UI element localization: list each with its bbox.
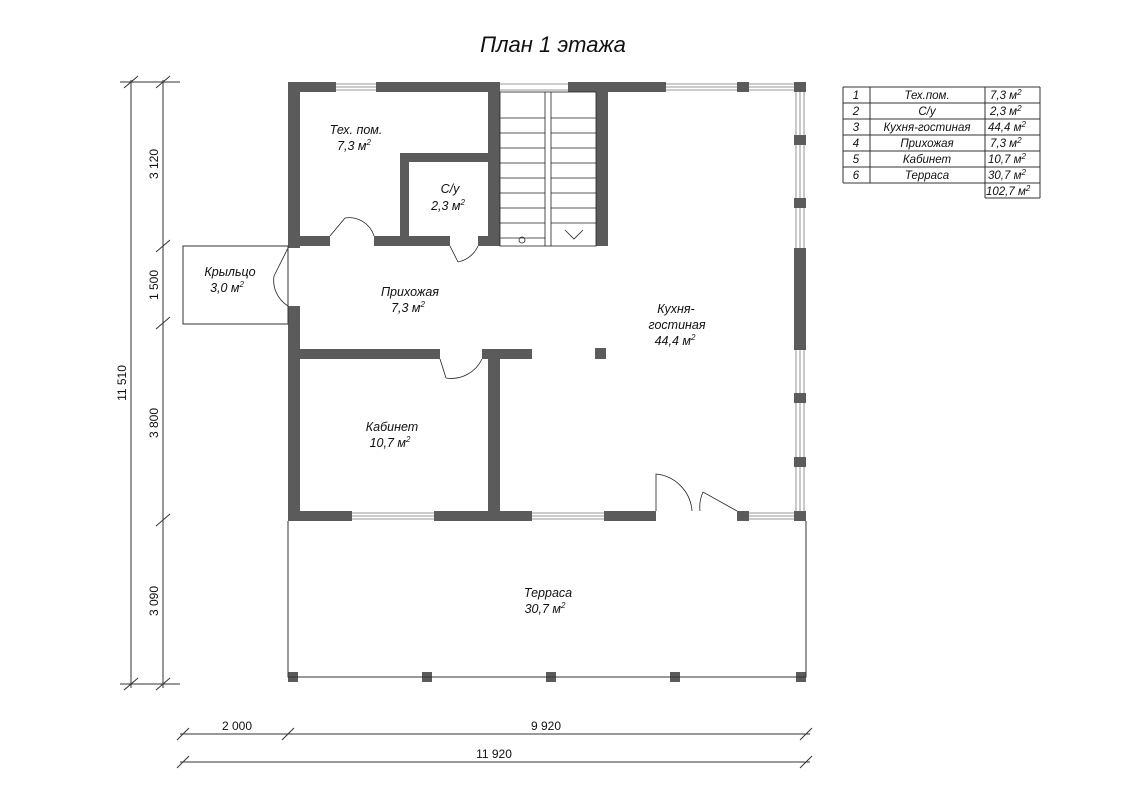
room-hall-area: 7,3 м2 [391, 300, 425, 315]
room-wc-area: 2,3 м2 [430, 198, 465, 213]
walls [288, 82, 806, 682]
legend-num-4: 4 [853, 138, 859, 150]
room-kitchen-name-2: гостиная [648, 318, 705, 332]
dim-left-total: 11 510 [115, 365, 129, 401]
dim-left-2: 1 500 [147, 270, 161, 300]
room-kitchen-area: 44,4 м2 [655, 333, 696, 348]
dim-left-4: 3 090 [147, 586, 161, 616]
room-labels: Тех. пом. 7,3 м2 С/у 2,3 м2 Крыльцо 3,0 … [204, 123, 705, 616]
staircase [499, 91, 597, 247]
dim-bottom-1: 2 000 [222, 719, 252, 733]
room-office-area: 10,7 м2 [370, 435, 411, 450]
legend-name-5: Кабинет [903, 154, 952, 166]
legend-name-4: Прихожая [900, 138, 953, 150]
plan-title: План 1 этажа [480, 32, 626, 57]
room-kitchen-name-1: Кухня- [657, 302, 694, 316]
legend-num-6: 6 [853, 170, 860, 182]
legend-area-4: 7,3 м2 [990, 136, 1022, 150]
dim-bottom-total: 11 920 [476, 747, 512, 761]
legend-name-6: Терраса [905, 170, 949, 182]
legend-name-1: Тех.пом. [904, 90, 949, 102]
legend-area-1: 7,3 м2 [990, 88, 1022, 102]
legend-num-5: 5 [853, 154, 860, 166]
dim-left-1: 3 120 [147, 149, 161, 179]
legend-total: 102,7 м2 [986, 184, 1031, 198]
legend-area-5: 10,7 м2 [988, 152, 1026, 166]
room-porch-name: Крыльцо [204, 265, 255, 279]
porch-outline [182, 245, 289, 325]
legend-num-3: 3 [853, 122, 860, 134]
legend-name-3: Кухня-гостиная [884, 122, 971, 134]
room-porch-area: 3,0 м2 [210, 280, 244, 295]
dim-left-3: 3 800 [147, 408, 161, 438]
legend-num-1: 1 [853, 90, 859, 102]
doors [273, 217, 738, 512]
room-tech-area: 7,3 м2 [337, 138, 371, 153]
legend-area-2: 2,3 м2 [989, 104, 1022, 118]
legend-area-3: 44,4 м2 [988, 120, 1026, 134]
room-tech-name: Тех. пом. [330, 123, 383, 137]
legend-table: 1 Тех.пом. 7,3 м2 2 С/у 2,3 м2 3 Кухня-г… [842, 86, 1041, 199]
room-wc-name: С/у [441, 182, 461, 196]
windows [336, 83, 805, 520]
room-office-name: Кабинет [366, 420, 418, 434]
room-hall-name: Прихожая [381, 285, 439, 299]
left-dimensions: 3 120 1 500 3 800 3 090 11 510 [115, 75, 180, 691]
legend-num-2: 2 [852, 106, 860, 118]
bottom-dimensions: 2 000 9 920 11 920 [176, 719, 813, 769]
legend-name-2: С/у [918, 106, 937, 118]
room-terrace-name: Терраса [524, 586, 572, 600]
legend-area-6: 30,7 м2 [988, 168, 1026, 182]
room-terrace-area: 30,7 м2 [525, 601, 566, 616]
dim-bottom-2: 9 920 [531, 719, 561, 733]
terrace-outline [287, 521, 807, 678]
